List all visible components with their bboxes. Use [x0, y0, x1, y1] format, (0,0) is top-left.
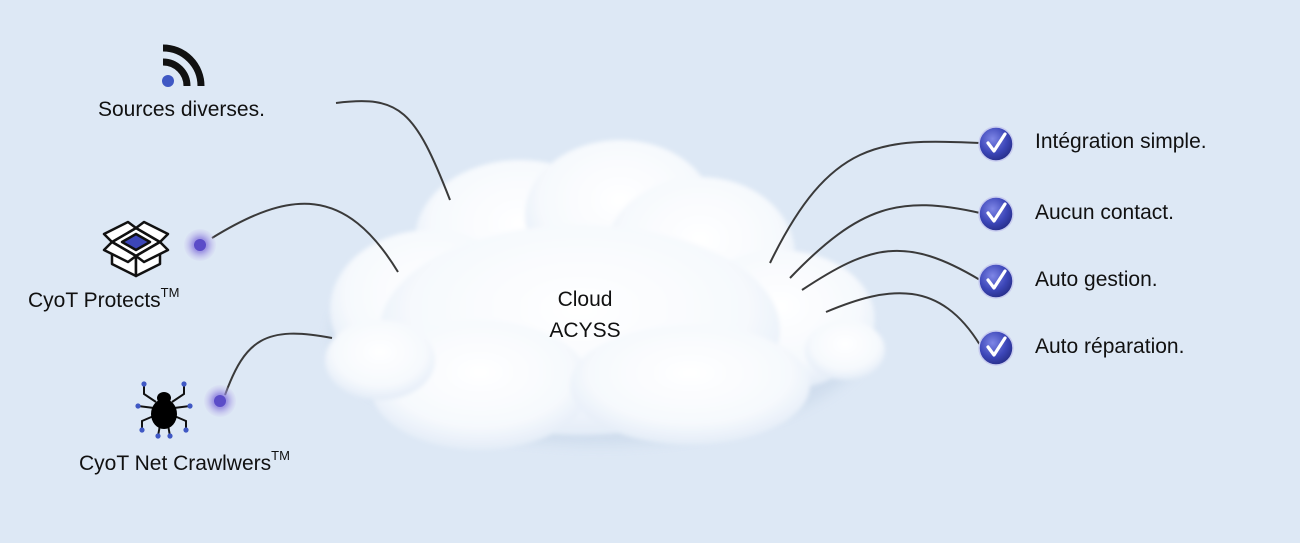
- source-text: CyoT Net Crawlwers: [79, 452, 272, 475]
- source-label-protects: CyoT ProtectsTM: [28, 285, 180, 313]
- cloud-shape: [325, 140, 885, 450]
- protects-dot: [184, 229, 216, 261]
- connector-gestion: [801, 249, 981, 291]
- connector-integration: [769, 140, 981, 264]
- cloud-label: Cloud ACYSS: [520, 284, 650, 346]
- source-text: CyoT Protects: [28, 289, 161, 312]
- benefit-label-reparation: Auto réparation.: [1035, 335, 1185, 358]
- benefit-connectors: [769, 140, 981, 346]
- benefit-label-gestion: Auto gestion.: [1035, 268, 1158, 291]
- cloud-label-line2: ACYSS: [549, 319, 621, 342]
- benefit-label-integration: Intégration simple.: [1035, 130, 1207, 153]
- source-label-crawlers: CyoT Net CrawlwersTM: [79, 448, 290, 476]
- connector-contact: [789, 204, 981, 279]
- crawlers-dot: [204, 385, 236, 417]
- spider-icon: [135, 381, 193, 439]
- connector-crawlers: [224, 332, 333, 396]
- source-label-sources: Sources diverses.: [98, 98, 265, 122]
- cloud-label-line1: Cloud: [557, 288, 613, 311]
- box-icon: [102, 220, 170, 278]
- check-icon-reparation: [978, 330, 1014, 366]
- connector-protects: [211, 202, 399, 273]
- rss-icon: [162, 44, 205, 87]
- connector-sources: [335, 100, 451, 201]
- check-icon-integration: [978, 126, 1014, 162]
- source-connectors: [211, 100, 451, 396]
- trademark-mark: TM: [271, 448, 290, 463]
- check-icon-gestion: [978, 263, 1014, 299]
- check-icon-contact: [978, 196, 1014, 232]
- trademark-mark: TM: [160, 285, 180, 300]
- benefit-label-contact: Aucun contact.: [1035, 201, 1174, 224]
- source-text: Sources diverses.: [98, 98, 265, 121]
- connector-reparation: [825, 292, 981, 346]
